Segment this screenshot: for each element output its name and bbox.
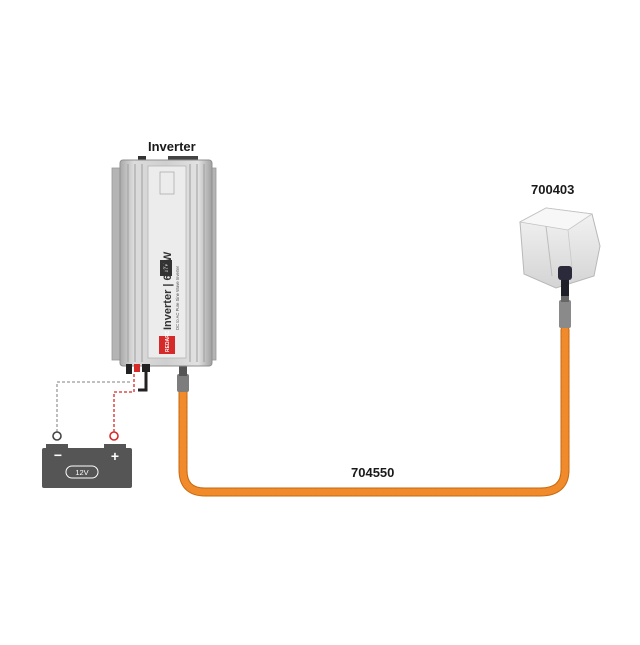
cable-704550 [177, 296, 571, 497]
inverter-label: Inverter [148, 139, 196, 154]
inverter-model-text: Inverter | 600W [162, 251, 174, 330]
battery-plus-symbol: + [111, 448, 119, 464]
inverter-brand-logo: REDARC [165, 330, 171, 352]
battery-minus-symbol: − [54, 447, 62, 463]
remote-switch-label: 700403 [531, 182, 575, 197]
inverter-voltage-badge: 12V [163, 263, 169, 273]
cable-label: 704550 [351, 465, 395, 480]
remote-switch-700403 [518, 207, 601, 296]
inverter-unit: 12V Inverter | 600W DC to AC Pure Sine W… [111, 156, 217, 374]
battery-voltage-label: 12V [75, 468, 88, 477]
battery-wiring [52, 372, 148, 441]
battery: − + 12V [42, 444, 132, 488]
inverter-subtitle-text: DC to AC Pure Sine Wave Inverter [175, 265, 180, 330]
